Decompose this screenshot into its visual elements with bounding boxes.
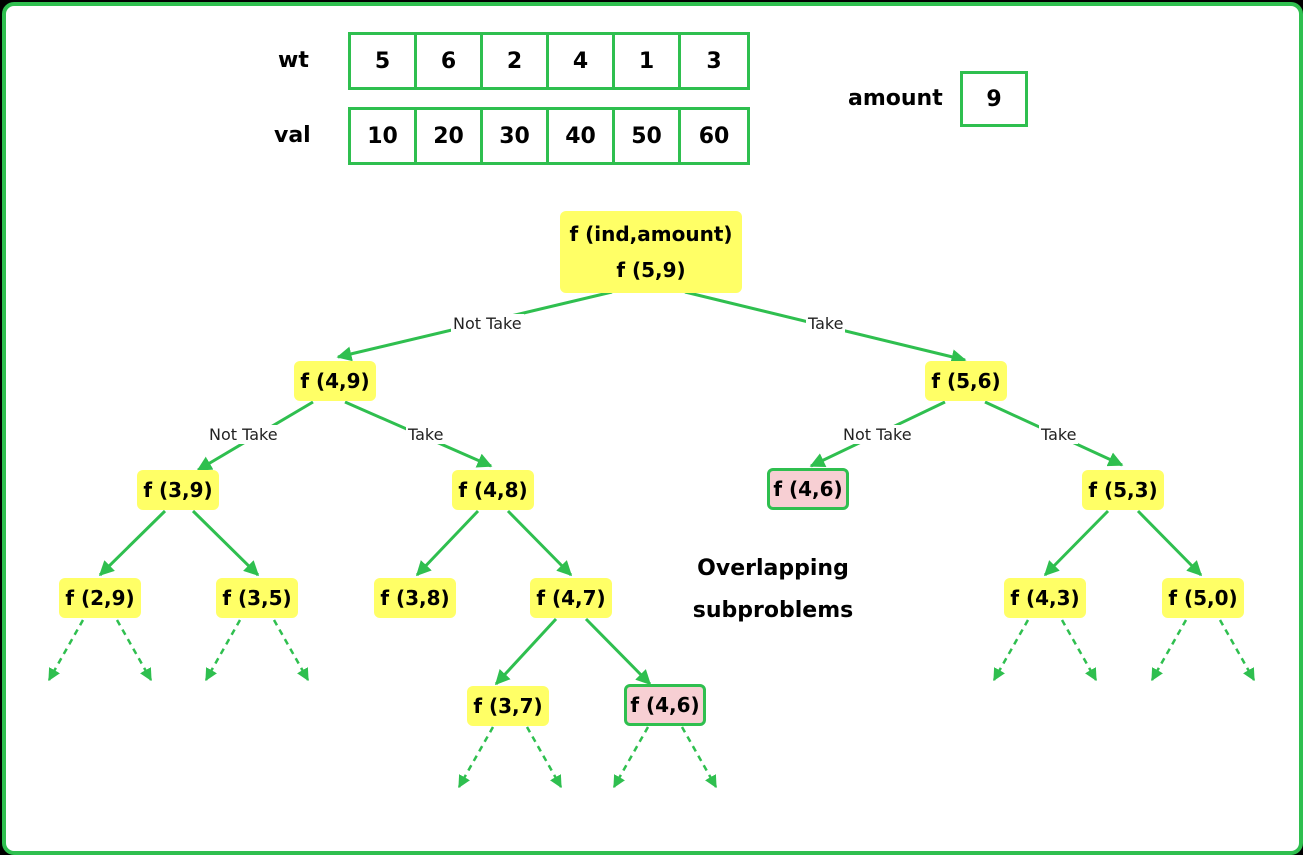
- dashed-edge: [1218, 619, 1256, 682]
- dashed-edge: [612, 726, 650, 789]
- dashed-edge: [992, 619, 1030, 682]
- val-cell: 50: [615, 110, 681, 162]
- edge-label-not-take: Not Take: [207, 425, 280, 444]
- dashed-edge: [47, 619, 85, 682]
- val-array: 10 20 30 40 50 60: [348, 107, 750, 165]
- edge: [584, 617, 652, 686]
- edge: [1043, 509, 1110, 577]
- amount-value-box: 9: [960, 71, 1028, 127]
- edge-label-not-take: Not Take: [841, 425, 914, 444]
- note-line: Overlapping: [697, 556, 849, 581]
- dashed-edge: [1150, 619, 1188, 682]
- edge: [191, 509, 260, 577]
- edge: [98, 509, 167, 577]
- dashed-edge: [457, 726, 495, 789]
- tree-node: f (3,9): [137, 470, 219, 510]
- wt-cell: 3: [706, 48, 722, 74]
- tree-node: f (3,5): [216, 578, 298, 618]
- val-cell: 30: [483, 110, 549, 162]
- tree-node: f (4,3): [1004, 578, 1086, 618]
- overlapping-node: f (4,6): [624, 684, 706, 726]
- val-cell: 10: [351, 110, 417, 162]
- tree-node: f (5,3): [1082, 470, 1164, 510]
- wt-cell: 6: [417, 35, 483, 87]
- root-signature: f (ind,amount): [569, 222, 733, 246]
- root-node: f (ind,amount) f (5,9): [560, 211, 742, 293]
- wt-cell: 5: [351, 35, 417, 87]
- val-cell: 40: [549, 110, 615, 162]
- wt-cell: 1: [615, 35, 681, 87]
- wt-cell: 2: [483, 35, 549, 87]
- wt-cell: 4: [549, 35, 615, 87]
- edge: [494, 617, 558, 686]
- dashed-edge: [272, 619, 310, 682]
- amount-label: amount: [848, 86, 943, 111]
- dashed-edge: [525, 726, 563, 789]
- dashed-edge: [115, 619, 153, 682]
- tree-node: f (4,9): [294, 361, 376, 401]
- dashed-edge: [1060, 619, 1098, 682]
- edge: [506, 509, 573, 577]
- val-cell: 60: [698, 123, 730, 149]
- dashed-edge: [204, 619, 242, 682]
- tree-node: f (3,7): [467, 686, 549, 726]
- tree-node: f (4,8): [452, 470, 534, 510]
- val-label: val: [274, 123, 311, 148]
- wt-label: wt: [278, 48, 309, 73]
- tree-node: f (3,8): [374, 578, 456, 618]
- edge-label-take: Take: [806, 314, 846, 333]
- edge: [415, 509, 480, 577]
- root-call: f (5,9): [616, 258, 686, 282]
- overlapping-node: f (4,6): [767, 468, 849, 510]
- tree-node: f (2,9): [59, 578, 141, 618]
- edge-label-not-take: Not Take: [451, 314, 524, 333]
- val-cell: 20: [417, 110, 483, 162]
- edge-label-take: Take: [1039, 425, 1079, 444]
- tree-node: f (5,6): [925, 361, 1007, 401]
- tree-node: f (5,0): [1162, 578, 1244, 618]
- wt-array: 5 6 2 4 1 3: [348, 32, 750, 90]
- edge: [1136, 509, 1203, 577]
- note-line: subproblems: [692, 598, 854, 623]
- tree-node: f (4,7): [530, 578, 612, 618]
- overlapping-subproblems-note: Overlapping subproblems: [670, 548, 876, 632]
- edge-label-take: Take: [406, 425, 446, 444]
- dashed-edge: [680, 726, 718, 789]
